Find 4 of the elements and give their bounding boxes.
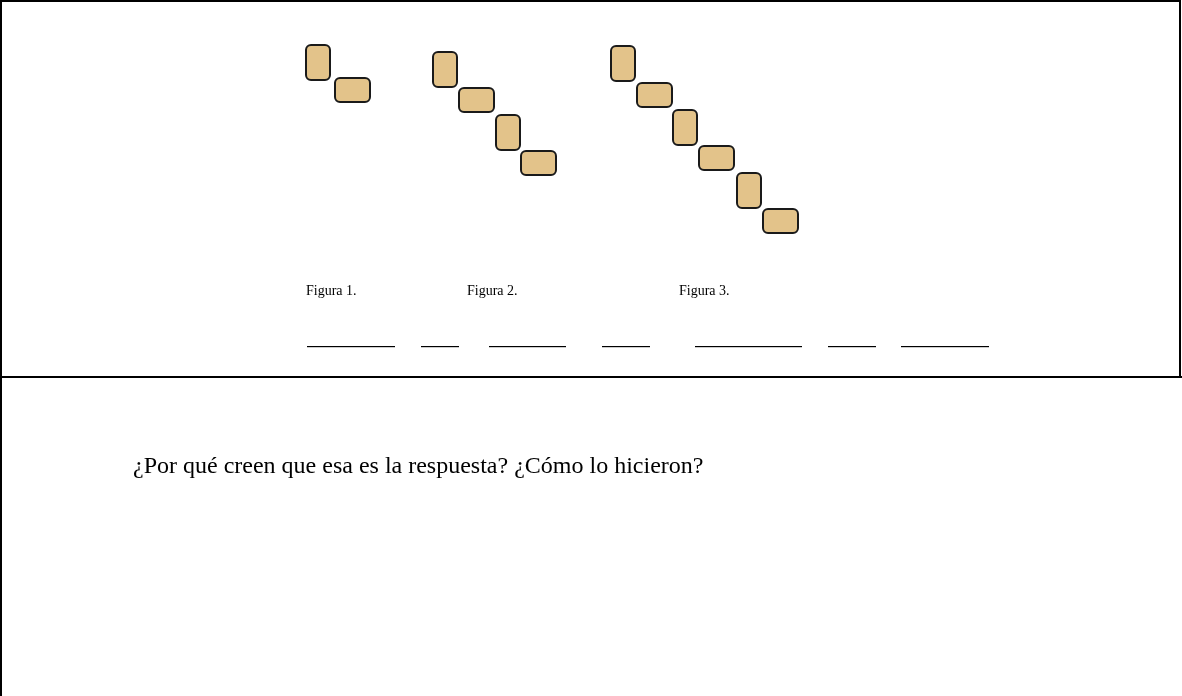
figure-caption: Figura 1. [306,283,357,299]
figure-caption: Figura 2. [467,283,518,299]
figure-caption: Figura 3. [679,283,730,299]
question-text: ¿Por qué creen que esa es la respuesta? ¿Cómo lo hicieron? [133,452,704,479]
